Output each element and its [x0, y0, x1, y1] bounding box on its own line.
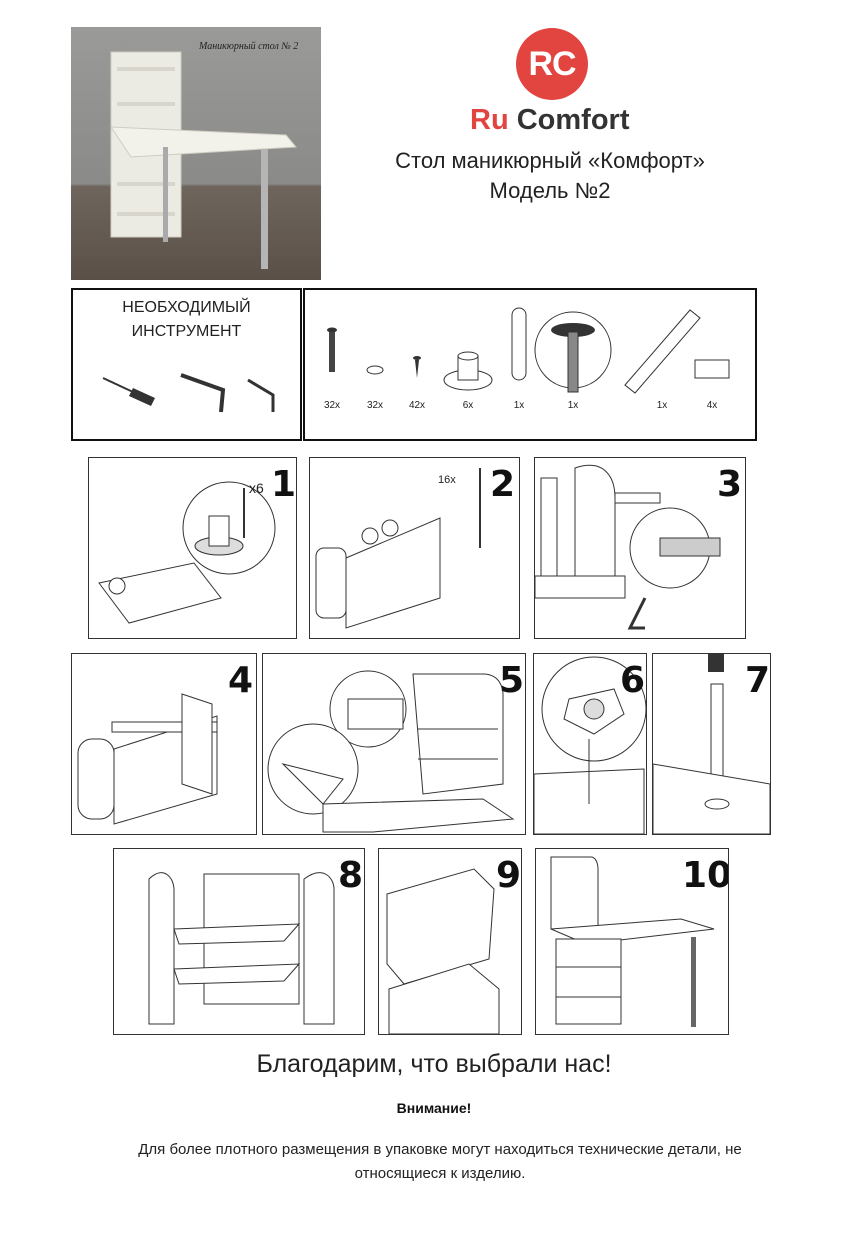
step-note: x6 — [249, 480, 264, 496]
assembly-step-9: 9 — [378, 848, 522, 1035]
step-number: 9 — [496, 855, 522, 896]
parts-drawing — [327, 307, 730, 394]
brand-name-ru: Ru — [470, 104, 509, 136]
step-10-illustration-icon — [550, 856, 715, 1027]
tools-drawing — [102, 373, 275, 413]
tools-title-line1: НЕОБХОДИМЫЙ — [122, 299, 251, 316]
step-number: 2 — [490, 464, 516, 505]
step-number: 5 — [499, 660, 525, 701]
assembly-step-1: 1 x6 — [88, 457, 297, 639]
brand-name: Ru Comfort — [470, 104, 630, 137]
step-number: 7 — [745, 660, 771, 701]
packaging-note-line2: относящиеся к изделию. — [354, 1165, 526, 1182]
part-qty-bolt: 32x — [323, 400, 341, 411]
brand-name-comfort: Comfort — [516, 104, 630, 136]
part-qty-rod: 1x — [513, 400, 525, 411]
part-qty-flange: 6x — [462, 400, 474, 411]
step-number: 8 — [338, 855, 364, 896]
assembly-step-4: 4 — [71, 653, 257, 835]
leg-icon — [534, 311, 612, 393]
step-6-illustration-icon — [534, 656, 646, 834]
product-title: Стол маникюрный «Комфорт» Модель №2 — [330, 146, 770, 206]
product-title-line2: Модель №2 — [489, 178, 611, 203]
flange-icon — [443, 351, 493, 391]
product-photo: Маникюрный стол № 2 — [71, 27, 321, 280]
part-qty-leg: 1x — [567, 400, 579, 411]
assembly-step-2: 2 16x — [309, 457, 520, 639]
step-number: 3 — [717, 464, 743, 505]
brand-logo: RC — [516, 28, 588, 100]
step-number: 4 — [228, 660, 254, 701]
packaging-note: Для более плотного размещения в упаковке… — [60, 1138, 820, 1186]
part-qty-bracket: 4x — [706, 400, 718, 411]
step-number: 1 — [271, 464, 297, 505]
step-1-illustration-icon — [98, 481, 276, 624]
assembly-step-10: 10 — [535, 848, 729, 1035]
part-qty-washer: 32x — [366, 400, 384, 411]
attention-heading: Внимание! — [396, 1100, 472, 1116]
part-qty-screw: 42x — [408, 400, 426, 411]
step-note: 16x — [438, 474, 456, 486]
hex-key-small-icon — [247, 378, 275, 412]
step-8-illustration-icon — [148, 872, 335, 1025]
step-3-illustration-icon — [535, 464, 721, 630]
step-4-illustration-icon — [77, 693, 218, 825]
assembly-step-5: 5 — [262, 653, 526, 835]
assembly-step-3: 3 — [534, 457, 746, 639]
photo-caption: Маникюрный стол № 2 — [199, 41, 299, 52]
step-number: 10 — [682, 855, 729, 896]
tools-panel: НЕОБХОДИМЫЙ ИНСТРУМЕНТ — [71, 288, 302, 441]
rod-icon — [511, 307, 527, 381]
hex-key-large-icon — [180, 373, 226, 413]
packaging-note-line1: Для более плотного размещения в упаковке… — [138, 1141, 742, 1158]
screwdriver-icon — [102, 377, 155, 406]
step-9-illustration-icon — [386, 868, 500, 1034]
assembly-step-6: 6 — [533, 653, 647, 835]
step-number: 6 — [620, 660, 646, 701]
bolt-icon — [327, 327, 337, 372]
tools-title: НЕОБХОДИМЫЙ ИНСТРУМЕНТ — [73, 296, 300, 344]
thanks-message: Благодарим, что выбрали нас! — [256, 1050, 612, 1078]
step-7-illustration-icon — [653, 654, 770, 834]
manicure-table-photo-icon — [110, 51, 298, 269]
part-qty-hinge: 1x — [656, 400, 668, 411]
assembly-step-7: 7 — [652, 653, 771, 835]
hinge-icon — [624, 309, 701, 394]
step-5-illustration-icon — [267, 670, 515, 833]
tools-title-line2: ИНСТРУМЕНТ — [131, 323, 242, 340]
parts-panel: 32x 32x 42x 6x 1x 1x 1x 4x — [303, 288, 757, 441]
product-title-line1: Стол маникюрный «Комфорт» — [395, 148, 705, 173]
assembly-step-8: 8 — [113, 848, 365, 1035]
bracket-icon — [694, 359, 730, 379]
screw-icon — [413, 356, 421, 378]
step-2-illustration-icon — [315, 468, 481, 629]
washer-icon — [366, 365, 384, 375]
